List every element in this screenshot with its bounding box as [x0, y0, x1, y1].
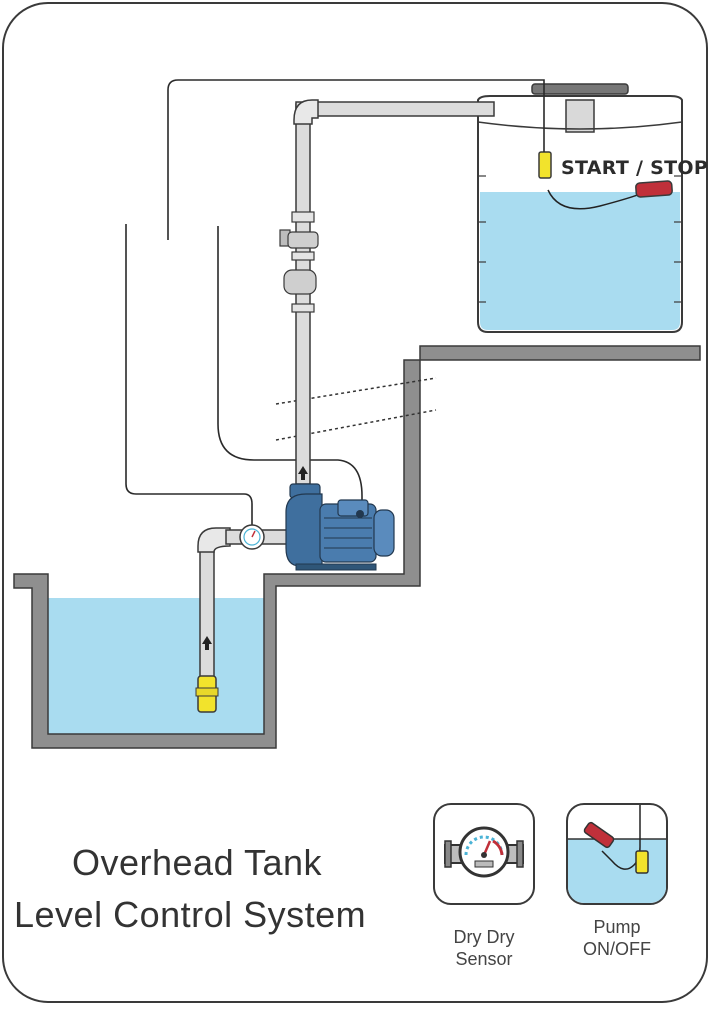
pump-volute: [285, 493, 323, 567]
centrifugal-pump: [285, 483, 395, 571]
legend-caption-pump-line1: Pump: [593, 917, 641, 937]
sump-water: [48, 598, 266, 734]
gate-valve: [287, 231, 319, 249]
legend-caption-pump: Pump ON/OFF: [552, 916, 682, 960]
diagram-title-line-1: Overhead Tank: [72, 842, 322, 883]
legend-caption-dry-sensor: Dry Dry Sensor: [419, 926, 549, 970]
float-switch-icon: [568, 805, 666, 903]
tank-water: [480, 192, 680, 330]
legend-card-pump-float: [566, 803, 668, 905]
legend-card-dry-sensor: [433, 803, 535, 905]
check-valve: [283, 269, 317, 295]
sump-wall: [13, 345, 701, 749]
diagram-title-line-2: Level Control System: [14, 894, 367, 935]
tank-inlet-neck: [565, 99, 595, 133]
dry-run-sensor-gauge-icon: [444, 826, 524, 878]
sump-tank: [13, 345, 701, 749]
tank-lid-top: [531, 83, 629, 95]
legend-caption-dry-line2: Sensor: [455, 949, 513, 969]
flow-arrow-suction: [202, 636, 212, 644]
flow-arrow-delivery: [298, 466, 308, 474]
control-cables: [125, 79, 545, 528]
overhead-tank: [477, 83, 683, 333]
legend-caption-dry-line1: Dry Dry: [453, 927, 515, 947]
tank-start-stop-label: START / STOP: [561, 157, 709, 179]
float-switch-red: [635, 180, 673, 198]
suction-pipe: [195, 524, 297, 713]
level-sensor-yellow: [538, 151, 552, 179]
legend-caption-pump-line2: ON/OFF: [583, 939, 651, 959]
